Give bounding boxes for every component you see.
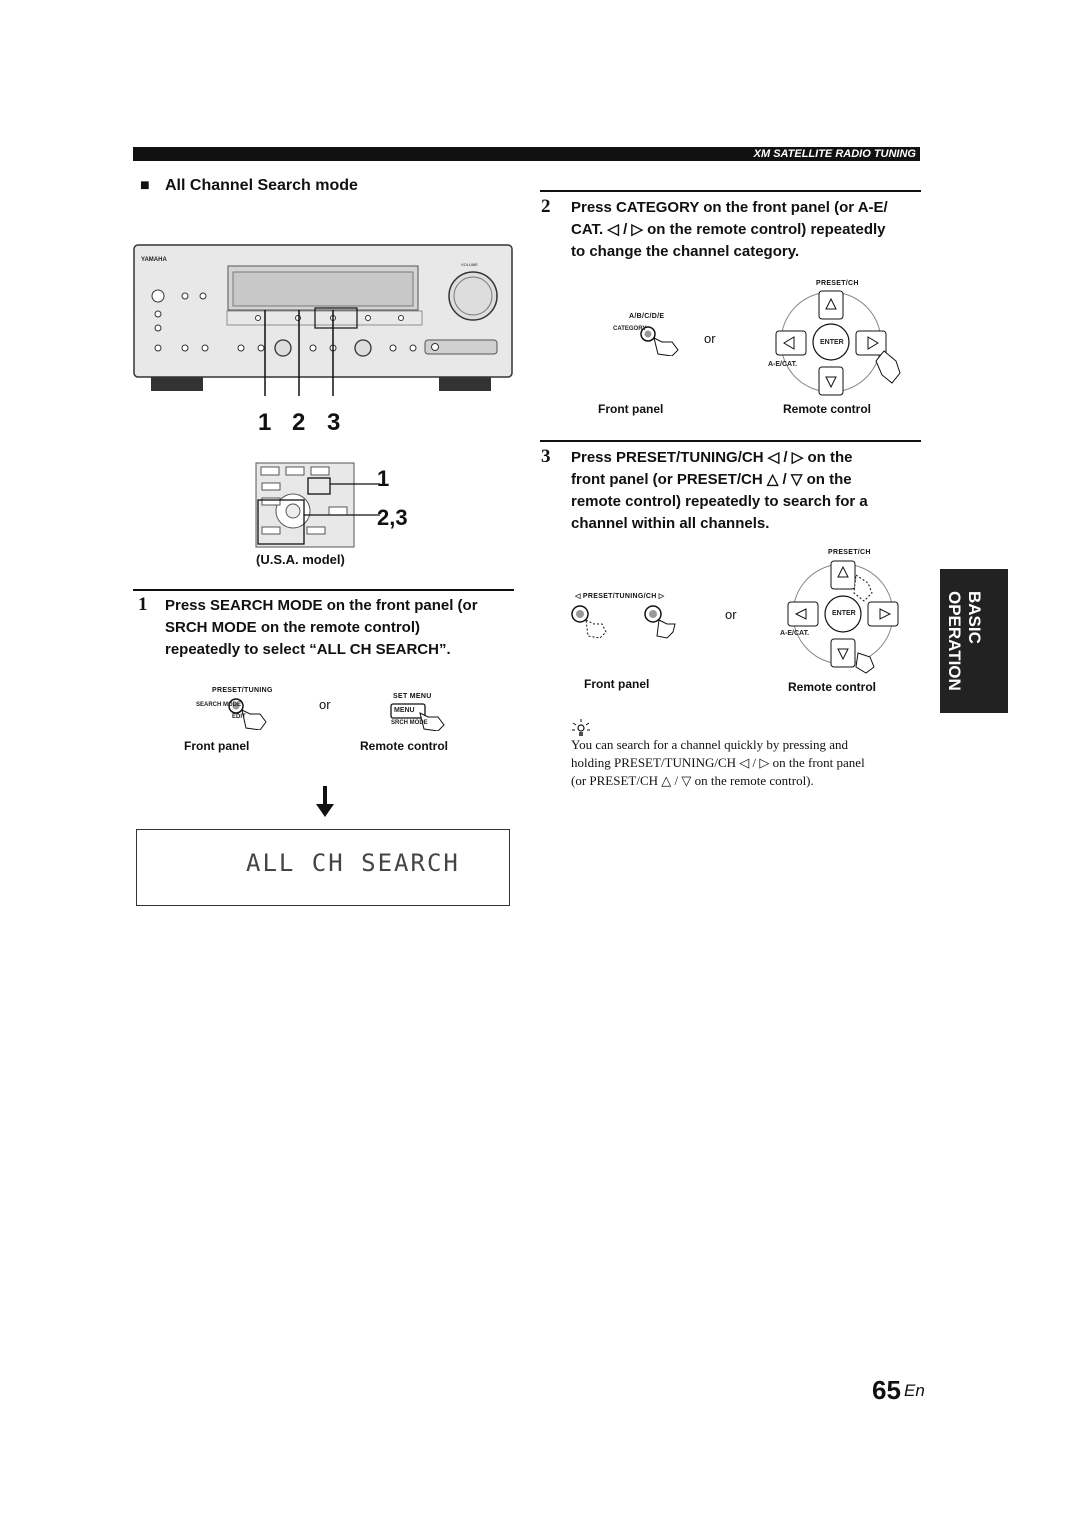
display-panel — [136, 829, 510, 906]
step2-fp-top-label: A/B/C/D/E — [629, 313, 665, 320]
side-tab-basic-operation: BASIC OPERATION — [940, 569, 1008, 713]
step1-front-panel-button — [228, 698, 267, 730]
section-title: All Channel Search mode — [165, 177, 358, 194]
side-tab-line2: OPERATION — [945, 591, 964, 691]
step2-rc-enter: ENTER — [820, 339, 844, 346]
step3-number: 3 — [541, 446, 551, 467]
down-arrow-icon — [316, 786, 334, 817]
display-text: ALL CH SEARCH — [246, 849, 460, 877]
side-tab-line1: BASIC — [965, 591, 984, 644]
step3-fp-top-label: ◁ PRESET/TUNING/CH ▷ — [575, 593, 665, 600]
step2-front-panel-button — [640, 326, 679, 356]
tip-bulb-icon — [572, 719, 590, 736]
callout-1: 1 — [258, 409, 272, 436]
section-marker: ■ — [140, 177, 150, 194]
step2-number: 2 — [541, 196, 551, 217]
step1-text: Press SEARCH MODE on the front panel (or… — [165, 597, 478, 658]
remote-model-label: (U.S.A. model) — [256, 552, 345, 567]
step3-rule — [540, 440, 921, 442]
step1-rc-button-label: MENU — [394, 707, 415, 714]
step1-remote-button — [390, 703, 445, 731]
step3-or: or — [725, 607, 737, 622]
step1-fp-button-label: SEARCH MODE — [196, 702, 242, 708]
callout-3: 3 — [327, 409, 341, 436]
header-bar — [133, 147, 920, 161]
remote-callout-2-3: 2,3 — [377, 505, 408, 530]
step3-rc-cat: A-E/CAT. — [780, 630, 810, 637]
step2-caption-front: Front panel — [598, 402, 664, 416]
step2-rule — [540, 190, 921, 192]
step2-rc-top-label: PRESET/CH — [816, 280, 859, 287]
step1-fp-sub-label: EDIT — [232, 714, 246, 720]
step1-rc-sub-label: SRCH MODE — [391, 720, 428, 726]
receiver-front-panel-illustration: YAMAHA VOLUME — [133, 244, 513, 396]
step1-rc-top-label: SET MENU — [393, 693, 432, 700]
step1-or: or — [319, 697, 331, 712]
step2-rc-cat: A-E/CAT. — [768, 361, 798, 368]
step2-remote-dpad — [775, 290, 901, 396]
step1-number: 1 — [138, 594, 148, 615]
step3-caption-remote: Remote control — [788, 680, 877, 694]
step2-fp-button-label: CATEGORY — [613, 326, 647, 332]
step3-rc-enter: ENTER — [832, 610, 856, 617]
remote-callout-1: 1 — [377, 466, 390, 491]
step3-front-panel-buttons — [571, 605, 676, 639]
step2-caption-remote: Remote control — [783, 402, 872, 416]
step1-fp-top-label: PRESET/TUNING — [212, 687, 273, 694]
step2-or: or — [704, 331, 716, 346]
remote-control-illustration — [255, 462, 380, 548]
tip-text: You can search for a channel quickly by … — [571, 737, 865, 788]
page-lang: En — [904, 1381, 925, 1400]
section-tag: XM SATELLITE RADIO TUNING — [753, 148, 916, 160]
step3-text: Press PRESET/TUNING/CH ◁ / ▷ on the fron… — [571, 449, 868, 532]
step1-rule — [133, 589, 514, 591]
volume-text: VOLUME — [461, 262, 478, 267]
step3-caption-front: Front panel — [584, 677, 650, 691]
step1-caption-remote: Remote control — [360, 739, 449, 753]
step1-caption-front: Front panel — [184, 739, 250, 753]
page-number: 65 — [872, 1375, 901, 1405]
step2-text: Press CATEGORY on the front panel (or A-… — [571, 199, 888, 260]
callout-2: 2 — [292, 409, 306, 436]
brand-text: YAMAHA — [141, 257, 167, 263]
step3-rc-top-label: PRESET/CH — [828, 549, 871, 556]
step3-remote-dpad — [787, 560, 899, 674]
